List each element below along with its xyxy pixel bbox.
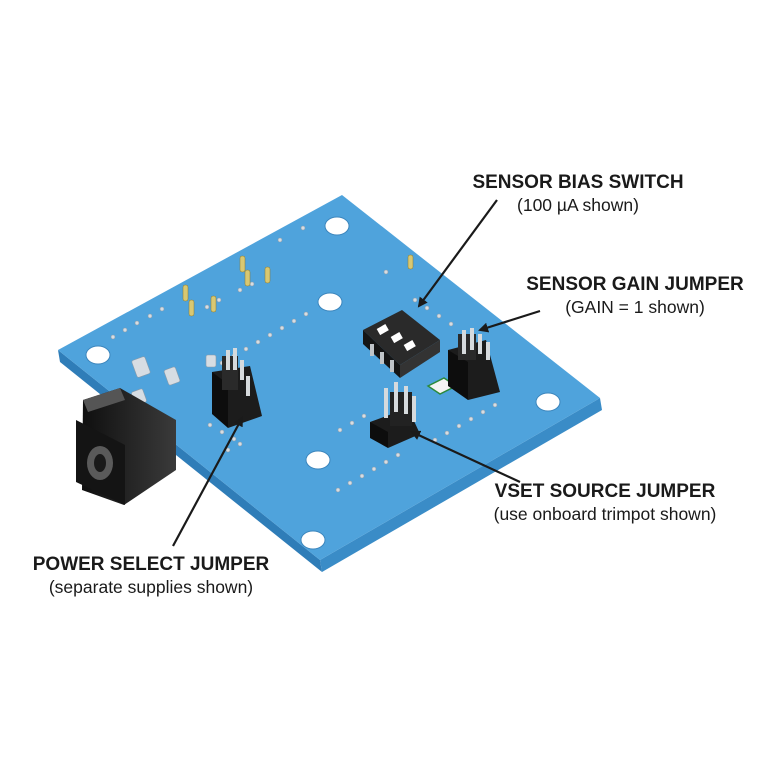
board-edge-right: [320, 398, 602, 572]
dc-power-jack: [76, 388, 176, 505]
arrow-sensor-gain: [478, 309, 541, 333]
callout-title: VSET SOURCE JUMPER: [494, 481, 716, 502]
mounting-hole: [305, 450, 331, 470]
mounting-hole: [300, 530, 326, 550]
callout-sensor-bias-switch: SENSOR BIAS SWITCH (100 µA shown): [428, 172, 728, 216]
callout-title: POWER SELECT JUMPER: [32, 554, 270, 575]
callout-power-select-jumper: POWER SELECT JUMPER (separate supplies s…: [6, 554, 296, 598]
power-select-jumper: [212, 348, 262, 428]
callout-subtitle: (100 µA shown): [517, 194, 639, 215]
mounting-hole: [317, 292, 343, 312]
arrow-power-select: [172, 416, 243, 547]
callout-subtitle: (GAIN = 1 shown): [565, 296, 705, 317]
sensor-gain-jumper: [448, 328, 500, 400]
vias: [110, 225, 498, 493]
arrow-sensor-bias: [417, 199, 498, 308]
mounting-hole: [85, 345, 111, 365]
callout-title: SENSOR BIAS SWITCH: [472, 172, 684, 193]
callout-sensor-gain-jumper: SENSOR GAIN JUMPER (GAIN = 1 shown): [490, 274, 769, 318]
vset-source-jumper: [370, 382, 420, 448]
mounting-hole: [324, 216, 350, 236]
callout-title: SENSOR GAIN JUMPER: [526, 274, 744, 295]
callout-subtitle: (use onboard trimpot shown): [493, 503, 717, 524]
mounting-hole: [535, 392, 561, 412]
board-top: [58, 195, 600, 560]
sensor-bias-switch: [363, 310, 440, 378]
arrow-vset-source: [410, 430, 521, 483]
header-pins: [182, 254, 414, 317]
callout-subtitle: (separate supplies shown): [48, 576, 254, 597]
callout-vset-source-jumper: VSET SOURCE JUMPER (use onboard trimpot …: [450, 481, 760, 525]
